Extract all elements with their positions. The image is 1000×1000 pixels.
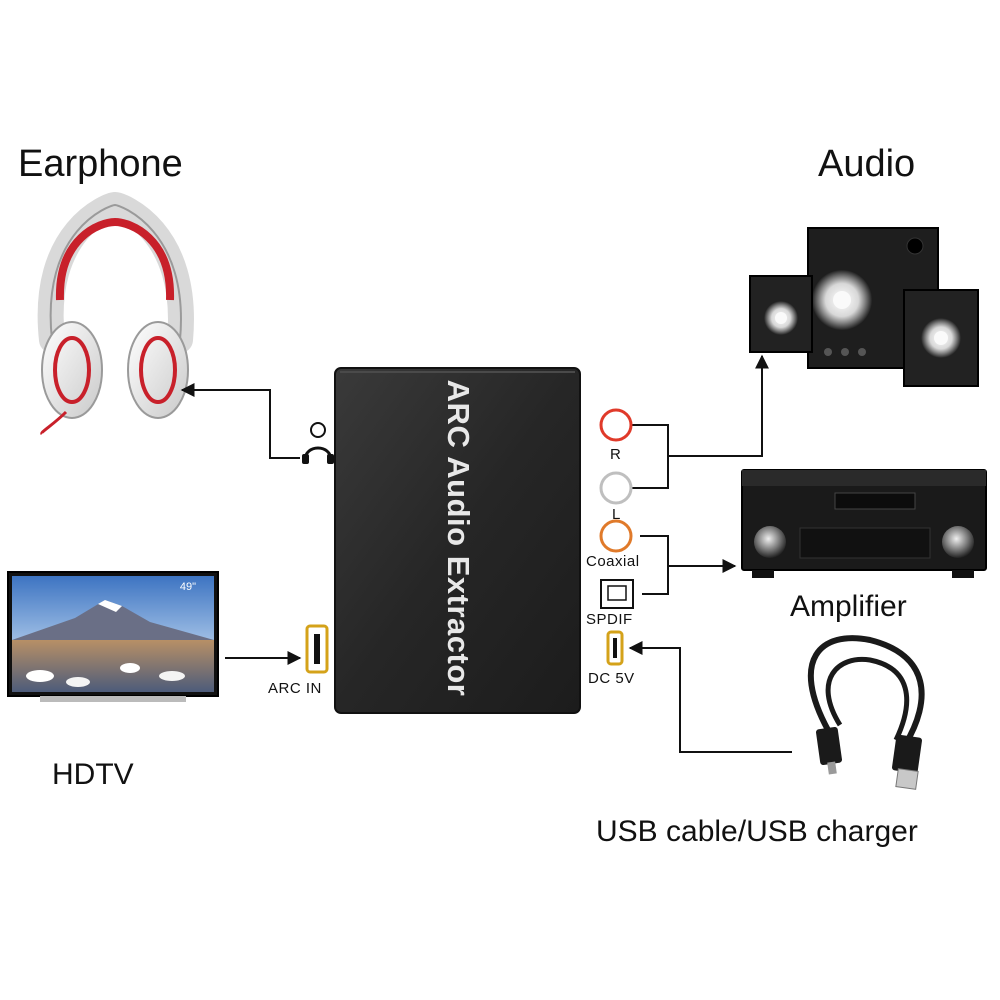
usb-connector-line xyxy=(628,641,792,753)
device-title-text: ARC Audio Extractor xyxy=(441,379,476,697)
rca-left-port xyxy=(599,471,633,505)
connection-lines xyxy=(180,354,792,753)
rca-right-label: R xyxy=(610,446,622,463)
amplifier-label: Amplifier xyxy=(790,590,907,623)
arc-audio-extractor-device xyxy=(334,367,581,714)
earphone-connector-line xyxy=(180,383,300,459)
tv-size-text: 49" xyxy=(180,581,196,593)
audio-connector-line xyxy=(668,354,769,457)
dc-5v-label: DC 5V xyxy=(588,670,635,687)
spdif-optical-port xyxy=(600,579,634,609)
coaxial-port xyxy=(599,519,633,553)
spdif-label: SPDIF xyxy=(586,611,633,628)
rca-left-label: L xyxy=(612,506,621,523)
dc-5v-port xyxy=(606,630,624,666)
rca-connector-line xyxy=(632,424,669,489)
hdtv-label: HDTV xyxy=(52,758,134,791)
hdtv-illustration: 49" xyxy=(7,571,219,702)
headphones-illustration xyxy=(37,191,194,436)
earphone-label: Earphone xyxy=(18,143,183,185)
speaker-system-illustration xyxy=(749,227,979,387)
arc-in-hdmi-port xyxy=(305,624,329,674)
coaxial-label: Coaxial xyxy=(586,553,640,570)
audio-label: Audio xyxy=(818,143,916,185)
digital-connector-line xyxy=(640,535,669,595)
rca-right-port xyxy=(599,408,633,442)
headphone-jack-port xyxy=(302,422,334,464)
amplifier-illustration xyxy=(741,469,987,578)
arc-in-label: ARC IN xyxy=(268,680,322,697)
usb-cable-illustration xyxy=(807,635,925,790)
usb-label: USB cable/USB charger xyxy=(596,815,918,848)
